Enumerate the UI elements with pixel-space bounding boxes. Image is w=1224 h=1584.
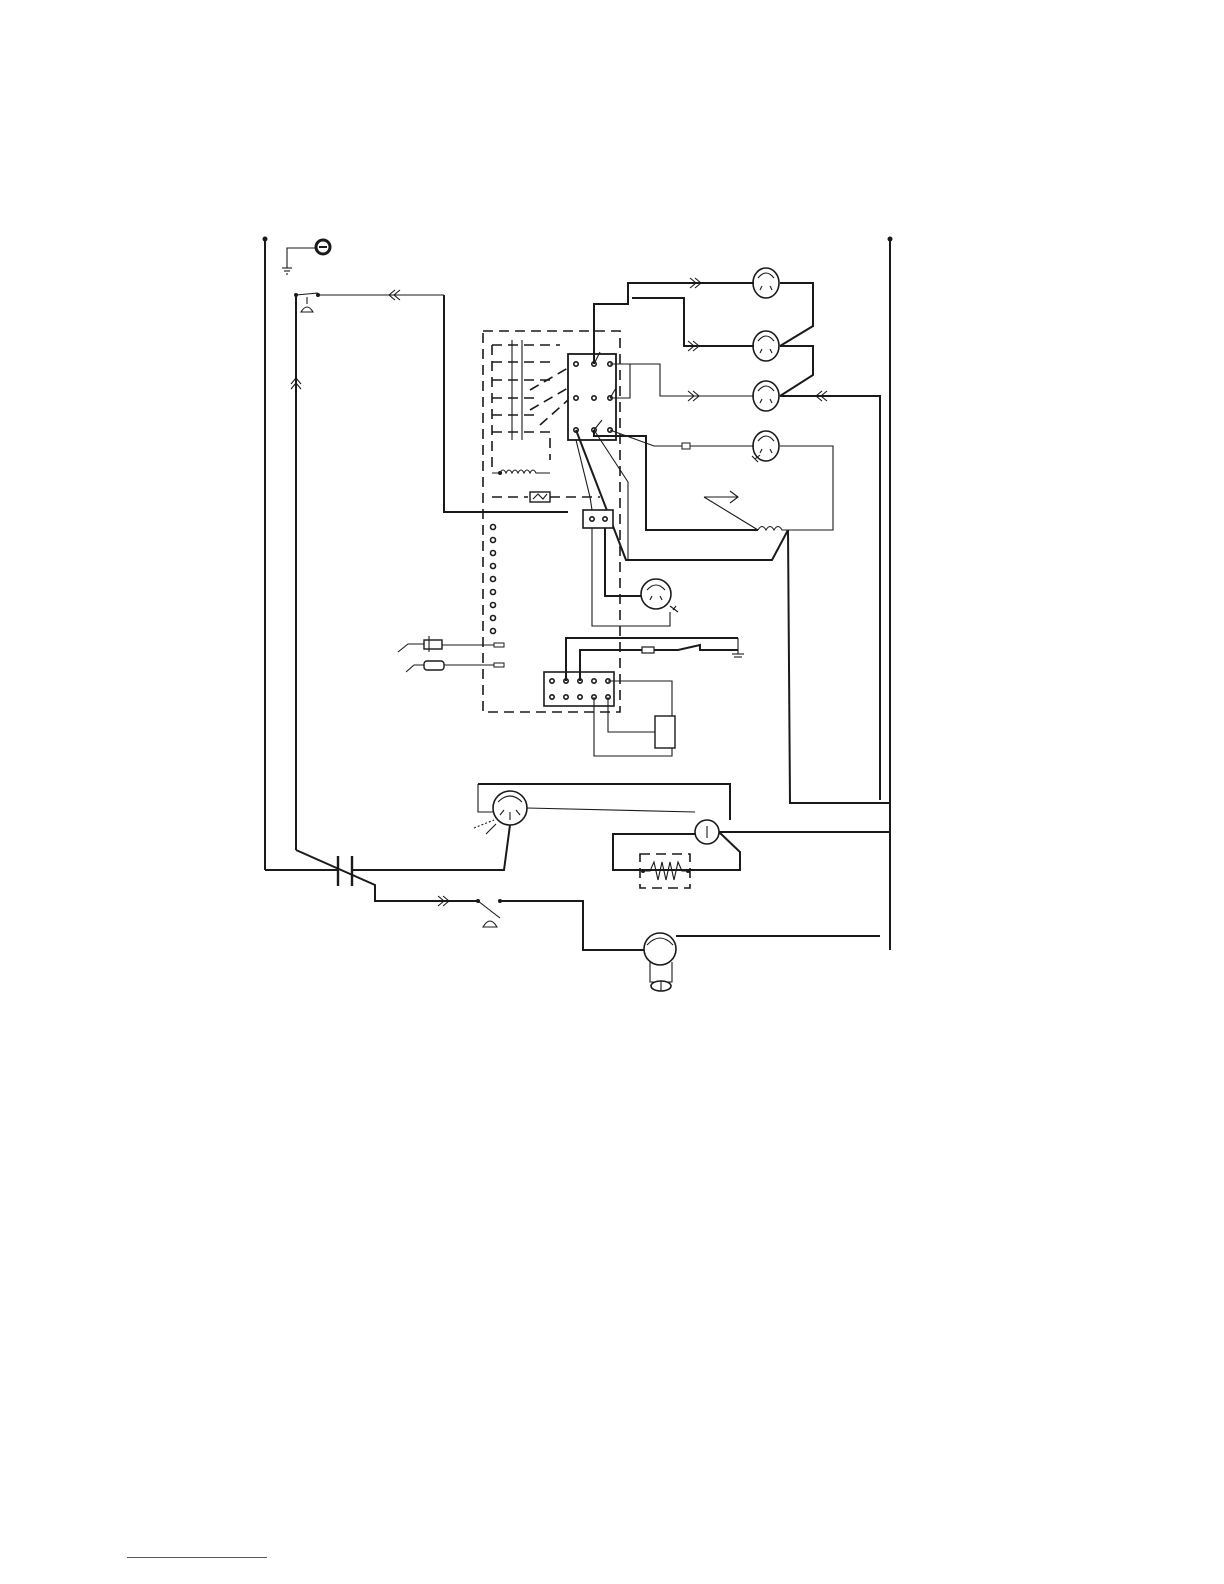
pump-motor bbox=[644, 933, 880, 991]
sensor-probe bbox=[398, 636, 504, 672]
door-switch-bottom bbox=[476, 899, 644, 950]
terminal-block bbox=[544, 638, 744, 756]
door-switch-top bbox=[291, 290, 568, 850]
motor-coil bbox=[576, 430, 890, 803]
ground-terminal bbox=[282, 240, 330, 274]
footer-rule bbox=[127, 1557, 267, 1558]
connector-pins bbox=[491, 525, 496, 634]
main-power-rail bbox=[263, 237, 893, 951]
valve-harness bbox=[594, 278, 880, 800]
burner-valve bbox=[752, 268, 779, 462]
timer-motor bbox=[474, 784, 890, 870]
thermal-fuse bbox=[576, 430, 678, 626]
main-contactor bbox=[265, 825, 510, 906]
